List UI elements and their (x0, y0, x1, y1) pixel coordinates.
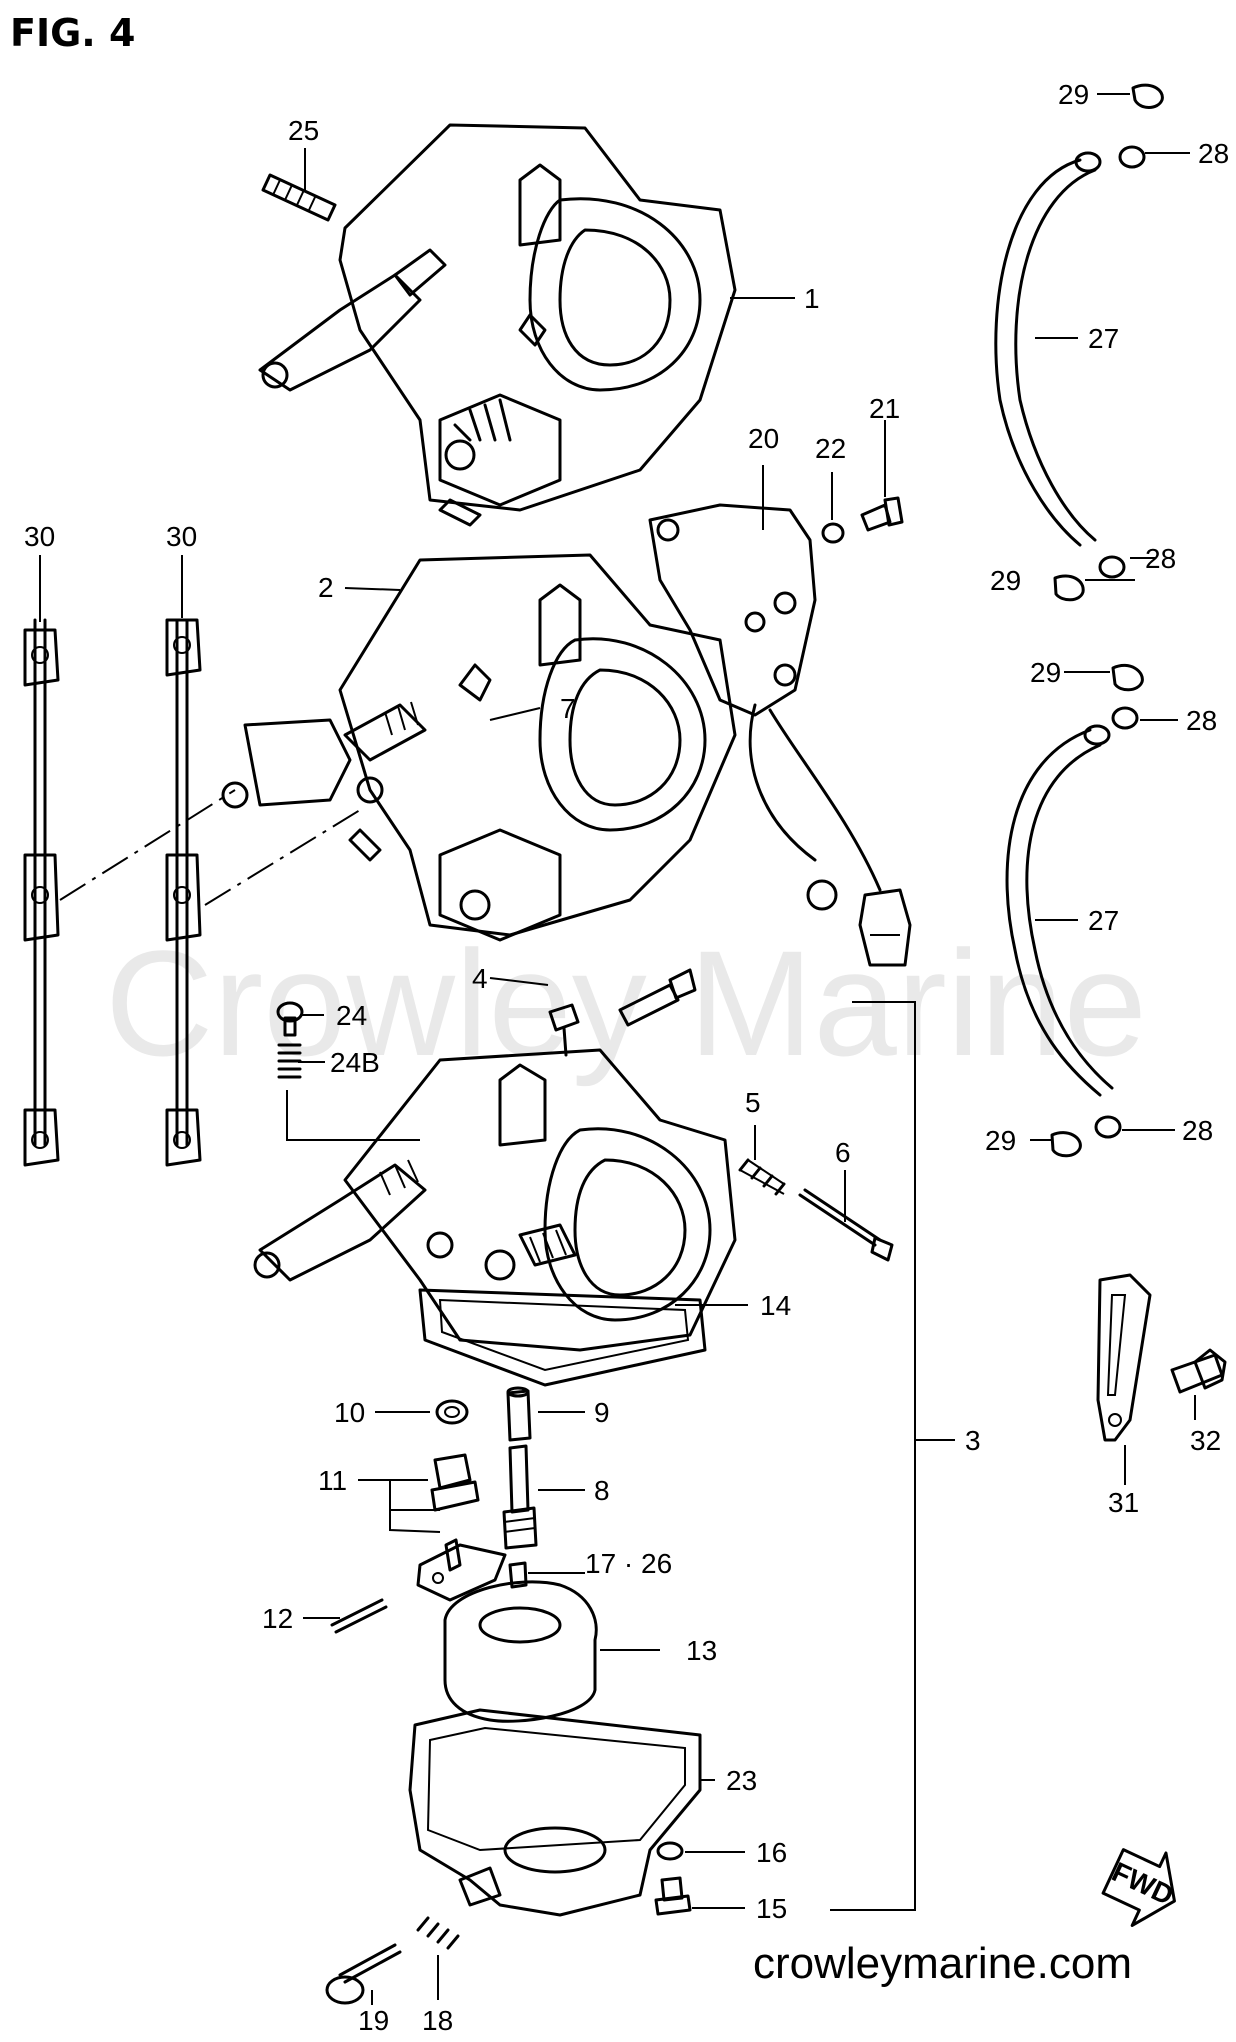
part-label-29-c: 29 (1030, 657, 1061, 688)
link-rod-30-right-drawing (165, 618, 202, 1167)
spring-24b-drawing (277, 1043, 302, 1079)
part-label-29-d: 29 (985, 1125, 1016, 1156)
part-label-10: 10 (334, 1397, 365, 1428)
part-label-28-b: 28 (1145, 543, 1176, 574)
part-label-6: 6 (835, 1137, 851, 1168)
carburetor-top-drawing (258, 123, 737, 527)
link-rod-30-left-drawing (23, 618, 60, 1167)
throttle-screw-drawing (618, 968, 697, 1027)
part-label-30-left: 30 (24, 521, 55, 552)
clamp-29-drawing (1050, 83, 1164, 1158)
part-label-11: 11 (318, 1465, 347, 1496)
spring-18-drawing (416, 1916, 460, 1950)
part-label-5: 5 (745, 1087, 761, 1118)
screw-15-drawing (654, 1876, 692, 1916)
part-label-28-c: 28 (1186, 705, 1217, 736)
bracket-31-drawing (1096, 1273, 1152, 1442)
nut-16-drawing (656, 1841, 684, 1861)
part-label-31: 31 (1108, 1487, 1139, 1518)
part-label-29-a: 29 (1058, 79, 1089, 110)
part-label-27-upper: 27 (1088, 323, 1119, 354)
connection-lines (59, 789, 361, 906)
spring-5-drawing (738, 1158, 786, 1196)
part-label-14: 14 (760, 1290, 791, 1321)
carburetor-bottom-drawing (253, 1048, 737, 1352)
washer-10-drawing (435, 1399, 469, 1425)
needle-17-drawing (508, 1561, 528, 1589)
part-label-24: 24 (336, 1000, 367, 1031)
website-url: crowleymarine.com (753, 1939, 1132, 1988)
float-arm-drawing (416, 1543, 507, 1602)
part-label-15: 15 (756, 1893, 787, 1924)
fwd-arrow: FWD (1101, 1848, 1178, 1927)
part-label-24b: 24B (330, 1047, 380, 1078)
part-label-19: 19 (358, 2005, 389, 2036)
figure-title: FIG. 4 (10, 11, 135, 55)
cover-20-drawing (648, 503, 912, 967)
jet-8-drawing (502, 1444, 538, 1550)
screw-4-drawing (548, 1003, 580, 1057)
screw-6-drawing (798, 1188, 894, 1262)
tube-9-drawing (506, 1386, 532, 1442)
part-label-32: 32 (1190, 1425, 1221, 1456)
part-label-22: 22 (815, 433, 846, 464)
part-label-20: 20 (748, 423, 779, 454)
watermark-text: Crowley Marine (105, 919, 1147, 1087)
leader-lines (39, 93, 1196, 2005)
part-label-23: 23 (726, 1765, 757, 1796)
fuel-hose-27-upper-drawing (994, 151, 1102, 547)
part-label-2: 2 (318, 572, 334, 603)
part-label-27-lower: 27 (1088, 905, 1119, 936)
pin-12-drawing (330, 1598, 388, 1634)
part-label-4: 4 (472, 963, 488, 994)
carburetor-middle-drawing (221, 553, 737, 942)
part-label-16: 16 (756, 1837, 787, 1868)
part-label-7: 7 (560, 693, 576, 724)
screw-19-drawing (325, 1943, 402, 2005)
fuel-hose-27-lower-drawing (1005, 724, 1114, 1097)
part-label-30-right: 30 (166, 521, 197, 552)
gasket-14-drawing (418, 1288, 707, 1387)
screw-21-drawing (860, 496, 904, 532)
part-label-3: 3 (965, 1425, 981, 1456)
clip-28-drawing (1094, 145, 1146, 1139)
part-label-25: 25 (288, 115, 319, 146)
stud-25-drawing (261, 173, 337, 222)
part-label-17-26: 17 · 26 (585, 1548, 672, 1579)
part-label-9: 9 (594, 1397, 610, 1428)
part-labels: 1 2 3 4 5 6 7 8 9 10 11 12 13 14 15 16 1… (24, 79, 1229, 2036)
part-label-28-d: 28 (1182, 1115, 1213, 1146)
part-label-1: 1 (804, 283, 820, 314)
part-label-29-b: 29 (990, 565, 1021, 596)
part-label-21: 21 (869, 393, 900, 424)
part-label-18: 18 (422, 2005, 453, 2036)
part-label-8: 8 (594, 1475, 610, 1506)
part-label-13: 13 (686, 1635, 717, 1666)
jet-11-drawing (430, 1453, 480, 1572)
part-label-12: 12 (262, 1603, 293, 1634)
part-label-28-a: 28 (1198, 138, 1229, 169)
bolt-32-drawing (1170, 1348, 1227, 1394)
float-13-drawing (443, 1580, 598, 1723)
washer-22-drawing (821, 522, 845, 544)
float-bowl-23-drawing (408, 1708, 702, 1917)
screw-24-drawing (276, 1001, 304, 1037)
